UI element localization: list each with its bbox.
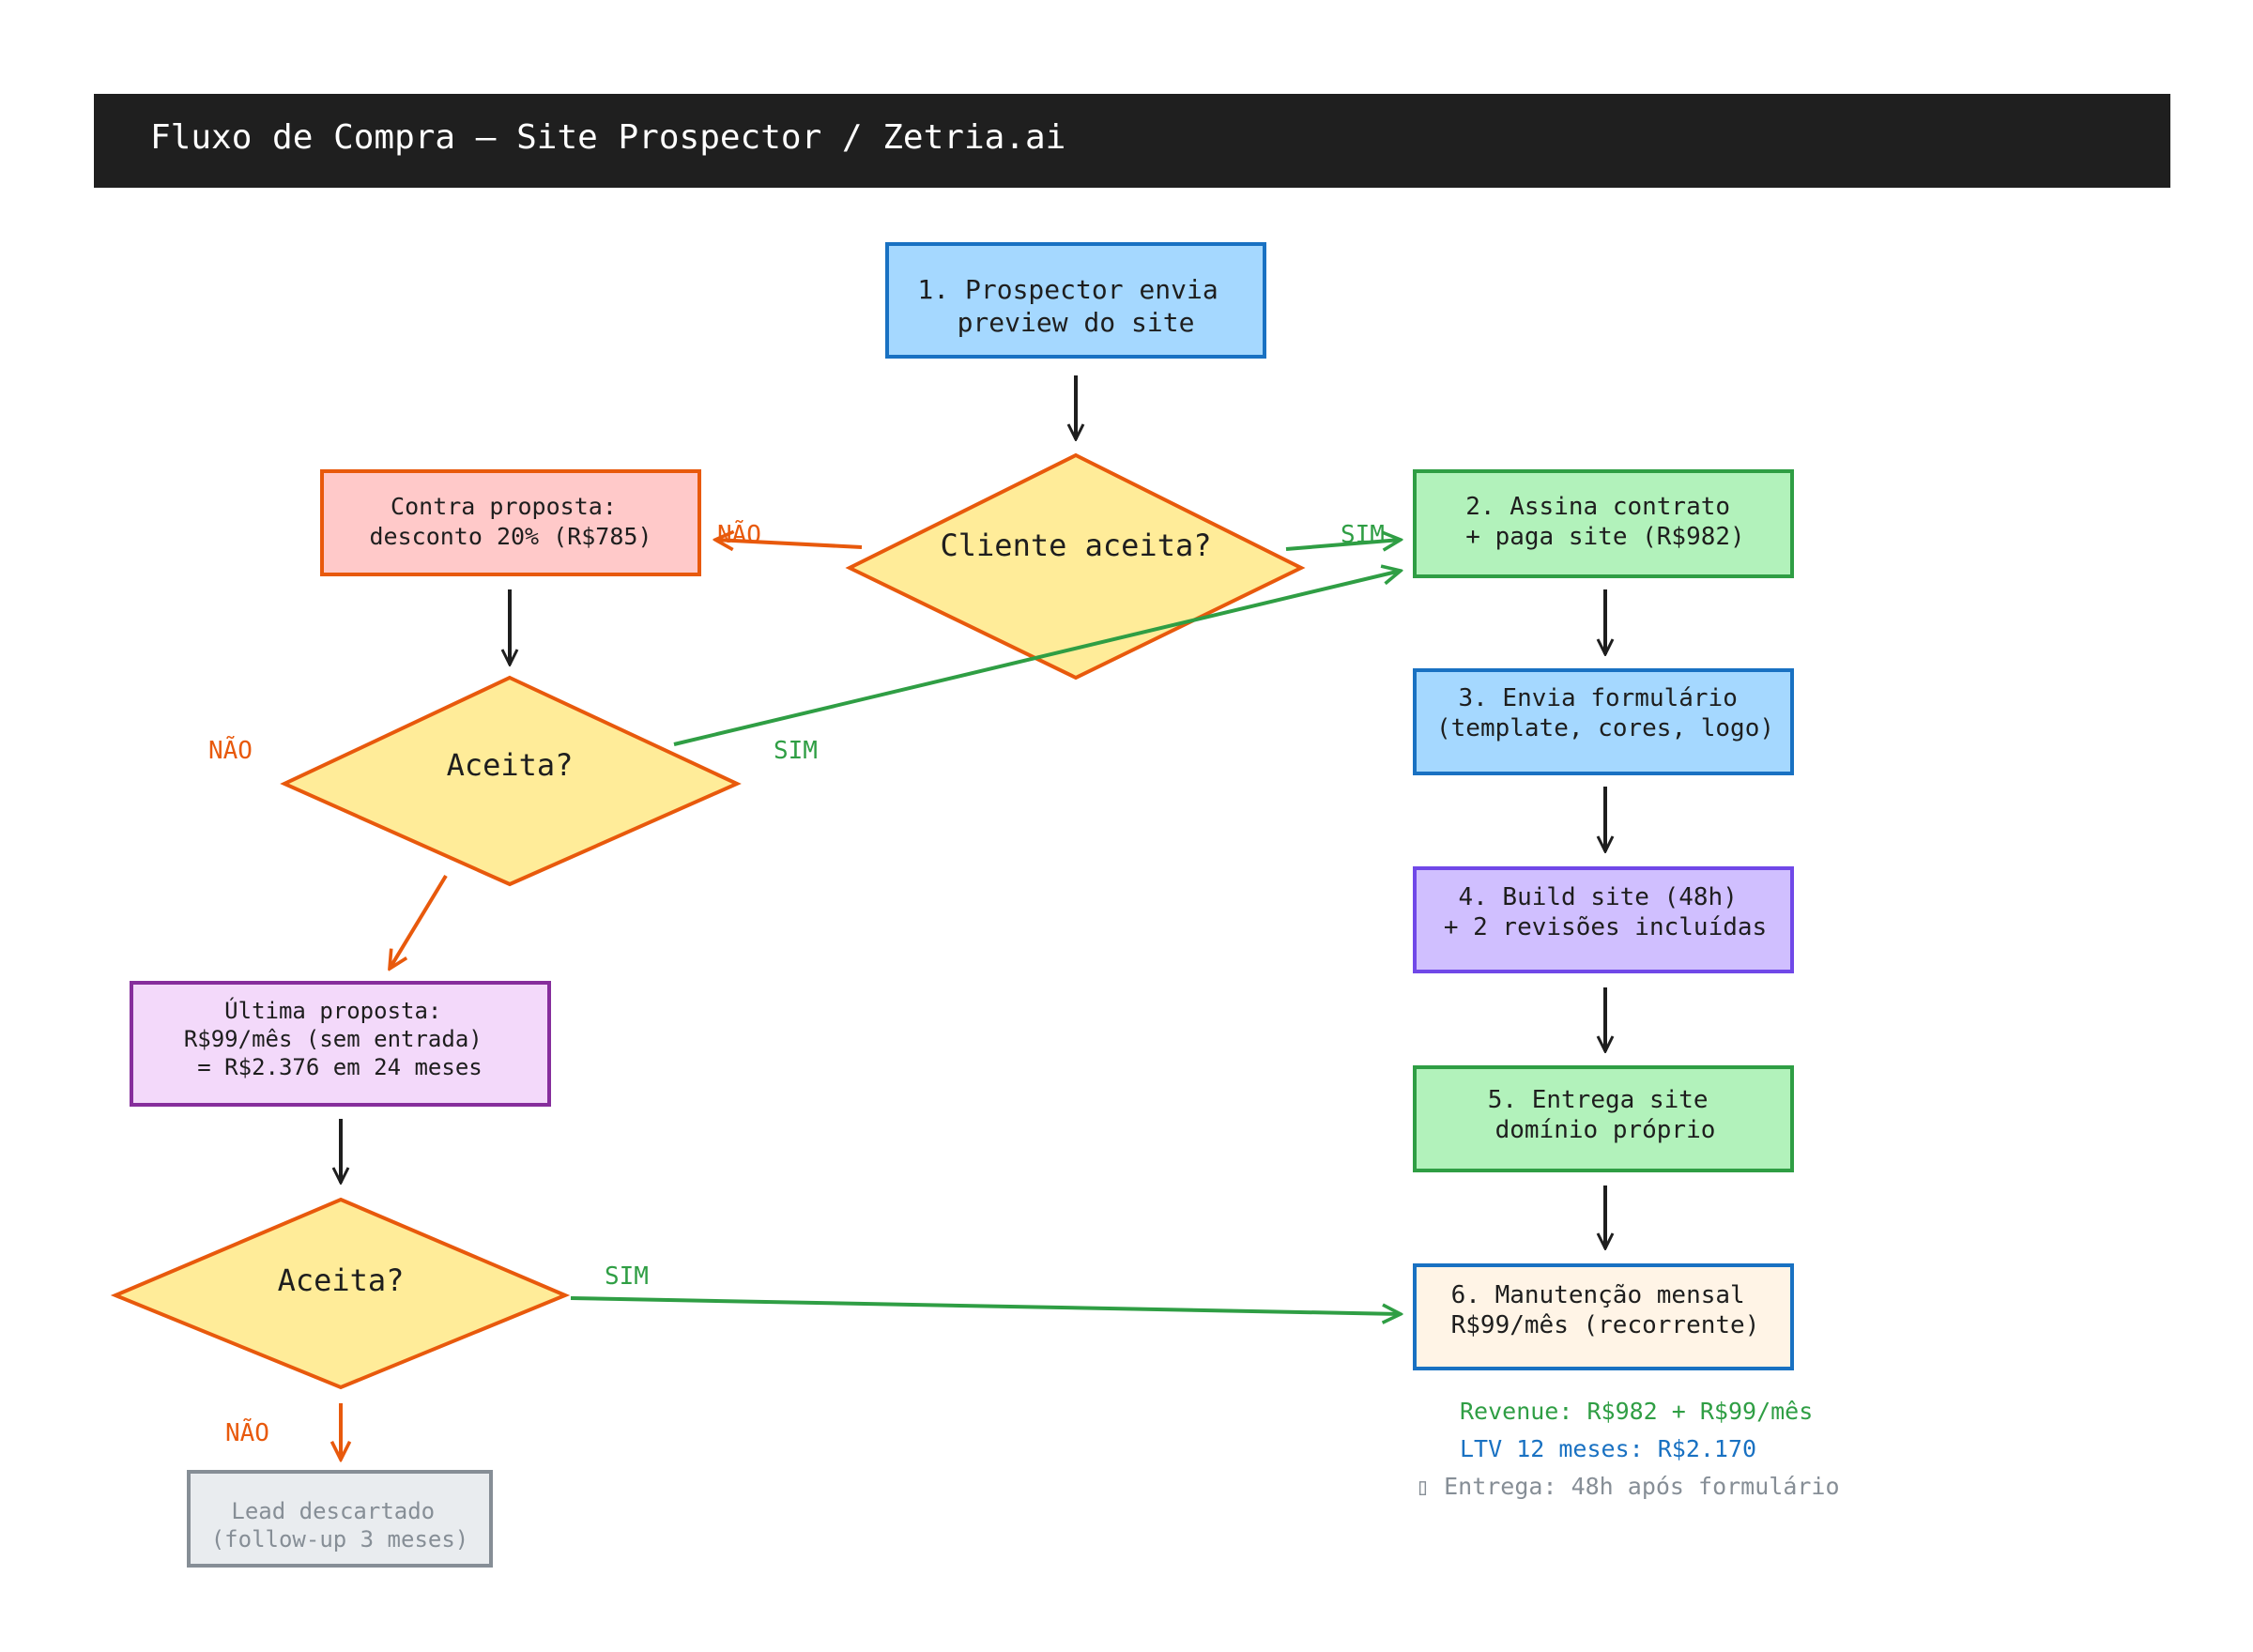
node-last-offer: Última proposta: R$99/mês (sem entrada) … <box>130 981 551 1107</box>
edge-label-main-yes: SIM <box>1341 521 1385 549</box>
edge-label-last-yes: SIM <box>605 1262 649 1291</box>
arrow-counter-yes <box>673 571 1401 746</box>
svg-text:4. Build site (48h) + 2: 4. Build site (48h) + 2 revisões incluíd… <box>1444 883 1767 941</box>
edge-label-counter-yes: SIM <box>774 737 818 765</box>
node-step-1-line-2: preview do site <box>958 307 1195 338</box>
svg-text:6. Manutenção mensal R$9: 6. Manutenção mensal R$99/mês (recorrent… <box>1451 1281 1760 1339</box>
node-last-offer-line-1: Última proposta: <box>224 996 441 1024</box>
node-discarded-line-2: (follow-up 3 meses) <box>211 1526 469 1553</box>
arrow-main-no <box>715 540 863 547</box>
node-step-3-line-2: (template, cores, logo) <box>1436 714 1774 742</box>
node-step-2: 2. Assina contrato + paga site (R$982) <box>1413 469 1794 578</box>
node-last-offer-line-3: = R$2.376 em 24 meses <box>197 1054 482 1080</box>
node-step-2-line-2: + paga site (R$982) <box>1465 523 1744 551</box>
summary-ltv: LTV 12 meses: R$2.170 <box>1460 1435 1756 1462</box>
node-step-4: 4. Build site (48h) + 2 revisões incluíd… <box>1413 866 1794 973</box>
node-step-4-line-1: 4. Build site (48h) <box>1458 883 1737 911</box>
node-step-5-line-2: domínio próprio <box>1495 1116 1716 1144</box>
svg-text:Última proposta: R$99/mê: Última proposta: R$99/mês (sem entrada) … <box>184 996 496 1080</box>
edge-label-counter-no: NÃO <box>208 735 253 765</box>
node-step-2-line-1: 2. Assina contrato <box>1465 493 1730 521</box>
node-counter-line-1: Contra proposta: <box>391 493 617 520</box>
node-step-5: 5. Entrega site domínio próprio <box>1413 1065 1794 1172</box>
node-step-1-line-1: 1. Prospector envia <box>917 274 1218 305</box>
node-step-6-line-2: R$99/mês (recorrente) <box>1451 1311 1760 1339</box>
decision-counter-aceita: Aceita? <box>280 675 742 887</box>
node-step-6-line-1: 6. Manutenção mensal <box>1451 1281 1745 1309</box>
node-counter-proposal: Contra proposta: desconto 20% (R$785) <box>320 469 701 576</box>
arrow-main-yes <box>1285 540 1401 549</box>
edge-label-last-no: NÃO <box>225 1417 269 1447</box>
node-step-3: 3. Envia formulário (template, cores, lo… <box>1413 668 1794 775</box>
svg-text:2. Assina contrato + pag: 2. Assina contrato + paga site (R$982) <box>1465 493 1744 551</box>
decision-cliente-aceita-label: Cliente aceita? <box>941 528 1212 563</box>
node-step-6: 6. Manutenção mensal R$99/mês (recorrent… <box>1413 1263 1794 1370</box>
decision-counter-aceita-label: Aceita? <box>447 747 574 783</box>
decision-last-aceita: Aceita? <box>110 1197 571 1390</box>
arrow-last-yes <box>570 1296 1401 1314</box>
svg-text:3. Envia formulário (tem: 3. Envia formulário (template, cores, lo… <box>1436 684 1774 742</box>
node-lead-discarded: Lead descartado (follow-up 3 meses) <box>187 1470 493 1568</box>
node-step-3-line-1: 3. Envia formulário <box>1458 684 1737 712</box>
svg-text:1. Prospector envia prev: 1. Prospector envia preview do site <box>917 274 1234 338</box>
arrow-counter-no <box>390 874 448 969</box>
node-step-4-line-2: + 2 revisões incluídas <box>1444 913 1767 941</box>
svg-text:Lead descartado (follow-: Lead descartado (follow-up 3 meses) <box>211 1498 469 1553</box>
node-step-5-line-1: 5. Entrega site <box>1488 1086 1709 1114</box>
node-last-offer-line-2: R$99/mês (sem entrada) <box>184 1026 483 1052</box>
decision-last-aceita-label: Aceita? <box>278 1262 405 1298</box>
node-counter-line-2: desconto 20% (R$785) <box>369 523 651 550</box>
summary-revenue: Revenue: R$982 + R$99/mês <box>1460 1398 1813 1425</box>
node-step-1: 1. Prospector envia preview do site <box>885 242 1266 359</box>
summary-delivery: ▯ Entrega: 48h após formulário <box>1416 1473 1840 1500</box>
svg-text:Contra proposta: descont: Contra proposta: desconto 20% (R$785) <box>369 493 651 550</box>
decision-cliente-aceita: Cliente aceita? <box>845 452 1306 681</box>
svg-text:5. Entrega site domínio: 5. Entrega site domínio próprio <box>1488 1086 1723 1144</box>
node-discarded-line-1: Lead descartado <box>231 1498 435 1524</box>
title-bar <box>94 94 2170 188</box>
page-title: Fluxo de Compra — Site Prospector / Zetr… <box>150 118 1065 157</box>
edge-label-main-no: NÃO <box>717 519 761 549</box>
